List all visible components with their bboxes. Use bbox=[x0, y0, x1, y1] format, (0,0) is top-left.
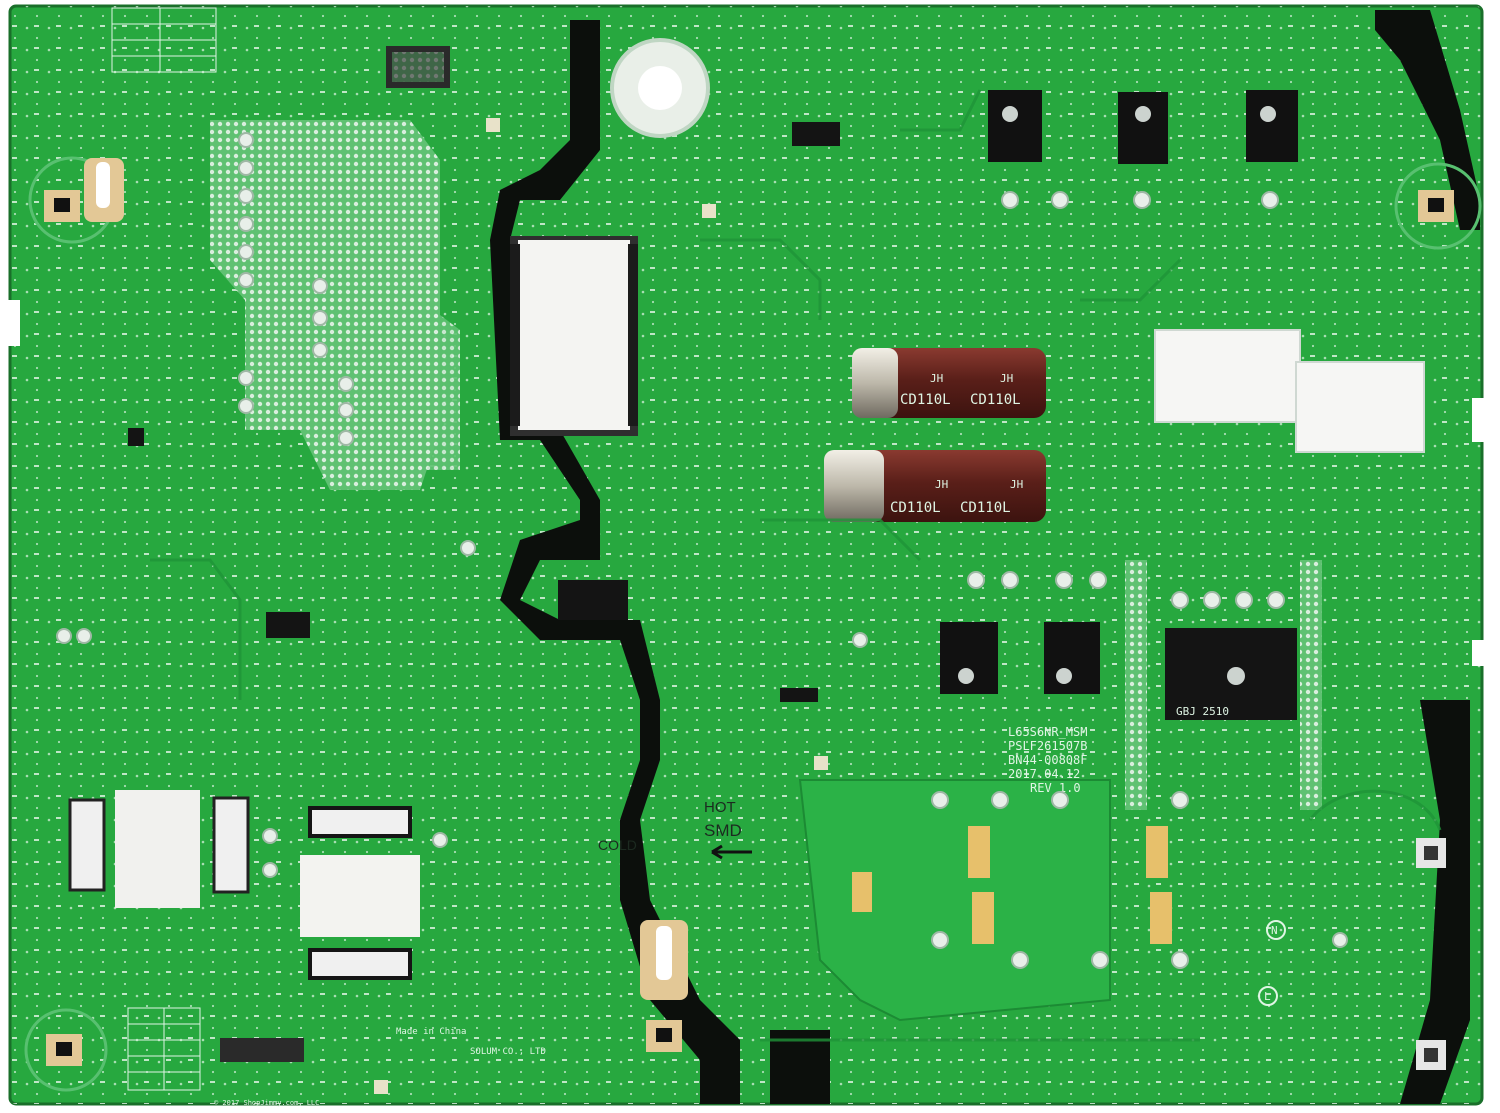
ground-pad-lu03 bbox=[640, 920, 688, 1052]
copper-traces bbox=[150, 89, 1442, 1042]
bulk-capacitor-bottom: CD110L CD110L JH JH bbox=[824, 450, 1046, 522]
power-mosfet-2 bbox=[1118, 92, 1168, 164]
line-marking: L bbox=[1264, 990, 1271, 1003]
power-mosfet-4 bbox=[940, 622, 998, 694]
capacitor-marking-top: CD110L bbox=[900, 392, 951, 408]
standby-transformer bbox=[68, 790, 250, 908]
capacitor-brand-top-2: JH bbox=[1000, 372, 1013, 385]
aux-transformer bbox=[300, 806, 420, 980]
power-mosfet-5 bbox=[1044, 622, 1100, 694]
output-trace-area bbox=[798, 779, 1111, 1022]
hot-side-label: HOT bbox=[704, 799, 736, 816]
capacitor-brand-bottom-2: JH bbox=[1010, 478, 1023, 491]
pin-table-top-left bbox=[111, 7, 217, 73]
mounting-notch-right bbox=[1472, 398, 1500, 442]
ac-input-pad-n bbox=[1416, 838, 1446, 868]
cold-side-label: COLD bbox=[598, 837, 637, 853]
board-bn-number: BN44-00808F bbox=[1008, 753, 1087, 767]
pwm-controller-ic bbox=[266, 612, 310, 638]
bridge-rectifier: GBJ 2510 bbox=[1165, 628, 1297, 720]
through-hole-pads bbox=[56, 132, 1348, 969]
board-part-text: PSLF261507B bbox=[1008, 739, 1087, 753]
ac-input-pad-l bbox=[1416, 1040, 1446, 1070]
power-mosfet-1 bbox=[988, 90, 1042, 162]
capacitor-marking-bottom-2: CD110L bbox=[960, 500, 1011, 516]
power-mosfet-3 bbox=[1246, 90, 1298, 162]
test-pad-field-right bbox=[1125, 560, 1147, 810]
output-connector-bottom bbox=[220, 1038, 304, 1062]
board-model-text: L65S6NR_MSM bbox=[1008, 725, 1087, 739]
capacitor-brand-bottom: JH bbox=[935, 478, 948, 491]
test-pad-field-mid bbox=[320, 150, 460, 470]
capacitor-marking-bottom: CD110L bbox=[890, 500, 941, 516]
copyright-text: © 2017 ShopJimmy.com, LLC bbox=[214, 1099, 319, 1107]
board-revision-text: REV 1.0 bbox=[1030, 781, 1081, 795]
ground-pad-lu01 bbox=[28, 156, 124, 244]
driver-ic bbox=[558, 580, 628, 620]
neutral-marking: N bbox=[1271, 924, 1278, 937]
common-mode-choke bbox=[1154, 329, 1425, 453]
board-date-text: 2017.04.12 bbox=[1008, 767, 1080, 781]
capacitor-brand-top: JH bbox=[930, 372, 943, 385]
isolation-slot-right bbox=[1375, 10, 1480, 230]
bridge-rectifier-marking: GBJ 2510 bbox=[1176, 705, 1229, 718]
ground-pad-lu02 bbox=[1394, 162, 1482, 250]
mounting-notch-left bbox=[0, 300, 20, 346]
ground-pad-lu04 bbox=[24, 1008, 108, 1092]
capacitor-marking-top-2: CD110L bbox=[970, 392, 1021, 408]
led-indicator-top bbox=[486, 118, 500, 132]
llc-controller-ic bbox=[792, 122, 840, 146]
led-indicator-mid bbox=[702, 204, 716, 218]
smd-label: SMD bbox=[704, 821, 742, 840]
made-in-text: Made in China bbox=[396, 1027, 466, 1037]
manufacturer-text: SOLUM CO., LTD bbox=[470, 1047, 546, 1057]
bulk-capacitor-top: CD110L CD110L JH JH bbox=[852, 348, 1046, 418]
main-transformer bbox=[510, 236, 638, 436]
pin-table-bottom-left bbox=[127, 1007, 201, 1091]
output-connector-top bbox=[386, 46, 450, 88]
